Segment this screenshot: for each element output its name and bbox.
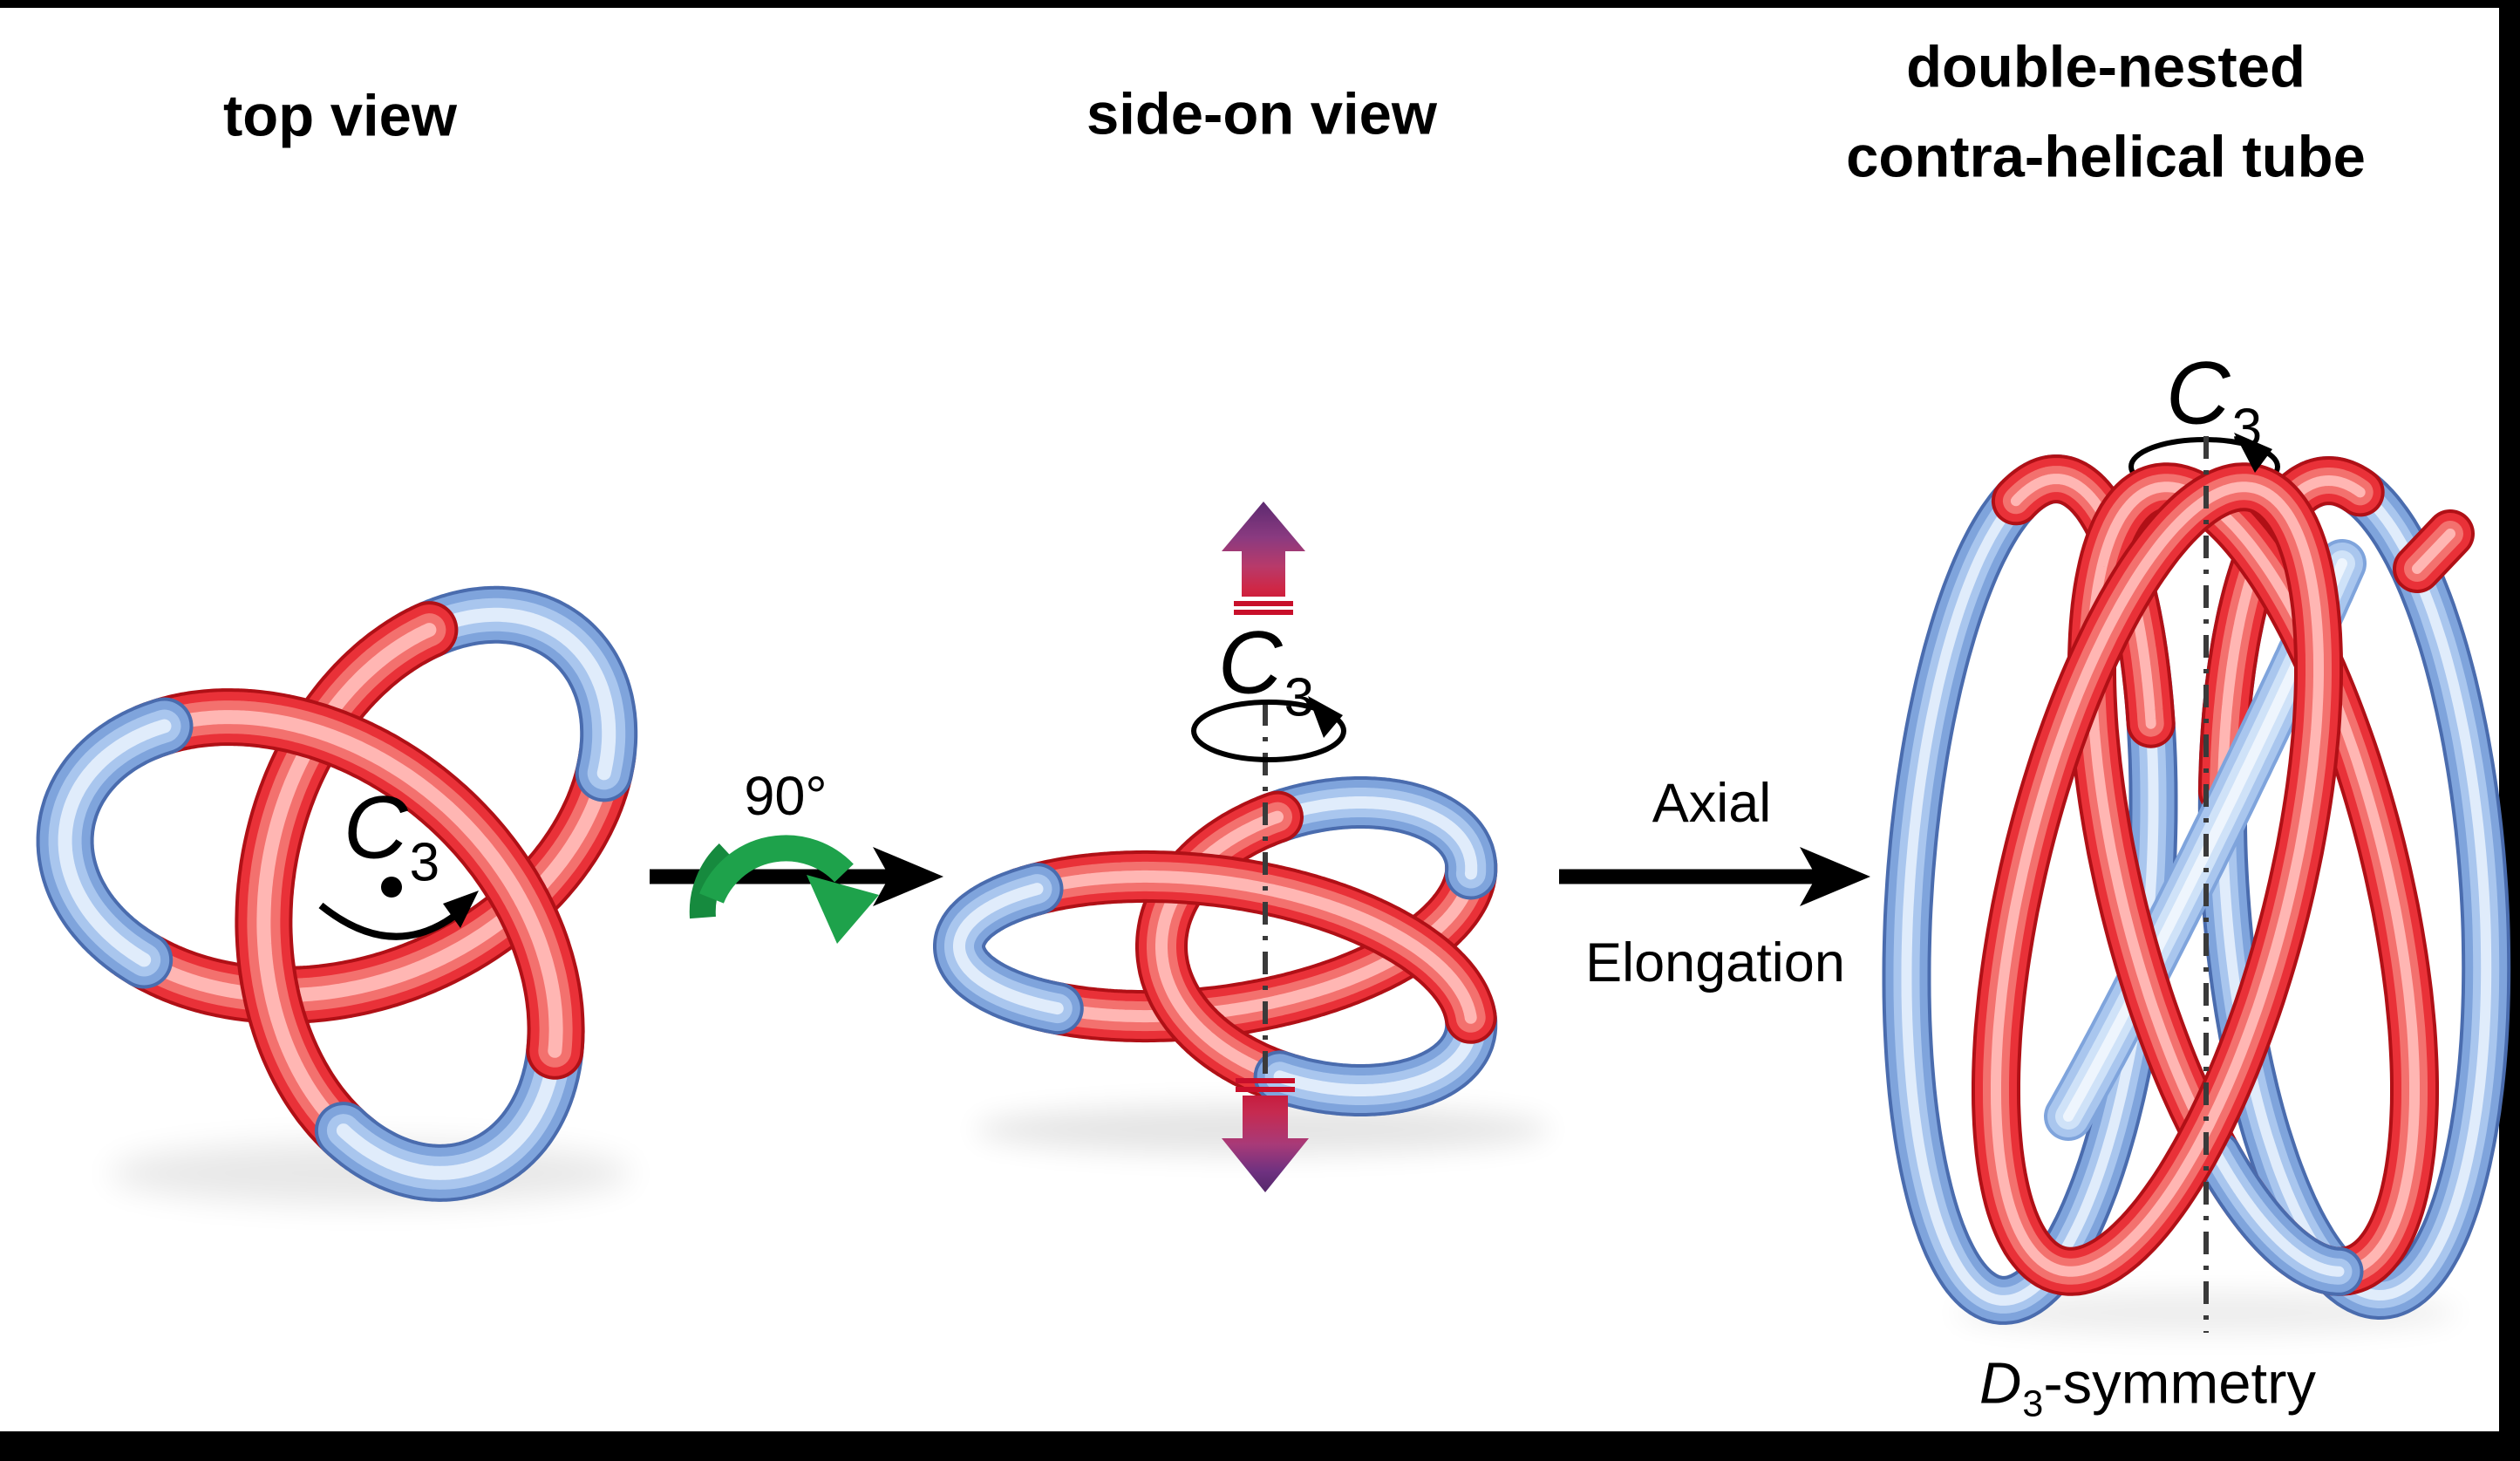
rotation-arc-arrowhead [443,891,479,928]
c3-rotation-mark-left [318,877,479,940]
axial-elongation-arrow [1559,847,1870,906]
d3-symmetry-label: D3-symmetry [1979,1350,2316,1425]
double-nested-contra-helical-tube [1882,454,2511,1325]
axial-stretch-arrow-down [1222,1078,1309,1192]
transform-arrow-head [873,847,943,906]
rotation-angle-label: 90° [744,766,828,827]
rotation-arc [318,902,460,940]
c3-axis-right [2203,433,2272,1333]
rotation-ellipse-arrowhead [1308,696,1343,738]
axial-label: Axial [1652,773,1772,834]
c3-symmetry-label-left: C3 [343,777,440,893]
green-rotation-arc [699,835,854,905]
trefoil-knot-top-view [36,585,638,1202]
title-right-line2: contra-helical tube [1846,124,2366,190]
c3-axis-dot [381,877,402,898]
title-top-view: top view [222,83,458,149]
green-rotation-arrowhead [807,875,879,944]
c3-axis-middle [1191,502,1346,1192]
elongation-label: Elongation [1585,932,1845,993]
title-right-line1: double-nested [1906,34,2305,100]
axial-stretch-arrow-up [1222,502,1305,615]
trefoil-knot-side-view [933,776,1498,1116]
transform-arrow-head [1800,847,1870,906]
c3-symmetry-label-right: C3 [2165,343,2263,459]
flip-90-arrow [650,835,943,944]
rotation-ellipse [1191,700,1346,762]
rotation-ellipse-arrowhead [2234,433,2272,473]
title-side-on-view: side-on view [1086,81,1438,147]
c3-symmetry-label-middle: C3 [1217,612,1315,728]
